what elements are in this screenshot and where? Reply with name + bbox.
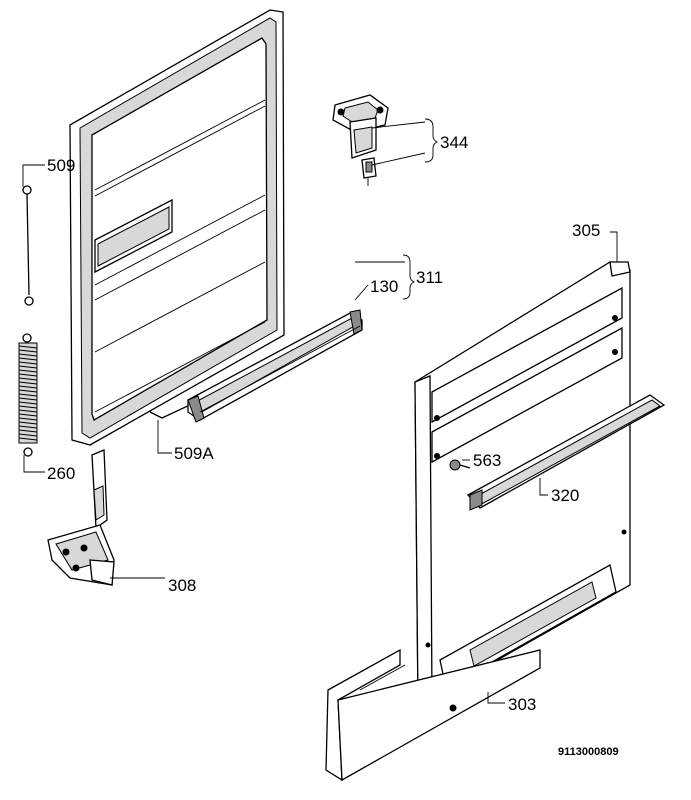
inner-door-frame bbox=[69, 9, 285, 446]
label-509: 509 bbox=[47, 156, 75, 175]
label-308: 308 bbox=[168, 576, 196, 595]
door-seal-130 bbox=[187, 309, 363, 423]
spring-coil bbox=[18, 429, 38, 433]
spring-coil bbox=[18, 345, 38, 349]
latch-assembly bbox=[332, 94, 389, 186]
label-320: 320 bbox=[551, 486, 579, 505]
spring-coil bbox=[18, 357, 38, 361]
spring-coil bbox=[18, 373, 38, 377]
spring-coil bbox=[18, 381, 38, 385]
label-344: 344 bbox=[440, 133, 468, 152]
leader-lines bbox=[22, 118, 618, 704]
spring-coil bbox=[18, 397, 38, 401]
label-311: 311 bbox=[416, 268, 443, 287]
spring-coil bbox=[18, 385, 38, 389]
screw-563 bbox=[449, 459, 471, 471]
spring-coil bbox=[18, 433, 38, 437]
label-303: 303 bbox=[508, 695, 536, 714]
spring-coil bbox=[18, 425, 38, 429]
spring-coil bbox=[18, 405, 38, 409]
spring-coil bbox=[18, 437, 38, 441]
label-305: 305 bbox=[572, 221, 600, 240]
spring-coil bbox=[18, 393, 38, 397]
spring-coil bbox=[18, 421, 38, 425]
kick-plate-303 bbox=[325, 648, 541, 782]
spring-coil bbox=[18, 353, 38, 357]
label-130: 130 bbox=[370, 277, 398, 296]
spring-coil bbox=[18, 369, 38, 373]
spring-coil bbox=[18, 413, 38, 417]
spring-coil bbox=[18, 401, 38, 405]
spring-coil bbox=[18, 417, 38, 421]
spring-coil bbox=[18, 349, 38, 353]
spring-coil bbox=[18, 389, 38, 393]
hinge-assembly bbox=[47, 449, 115, 586]
label-509a: 509A bbox=[174, 444, 214, 463]
spring-260 bbox=[18, 333, 38, 457]
spring-coil bbox=[18, 361, 38, 365]
spring-coil bbox=[18, 409, 38, 413]
spring-coil bbox=[18, 377, 38, 381]
label-260: 260 bbox=[47, 464, 75, 483]
spring-509 bbox=[22, 185, 34, 306]
spring-coil bbox=[18, 365, 38, 369]
label-563: 563 bbox=[473, 451, 501, 470]
handle-320 bbox=[466, 394, 666, 511]
reference-number: 9113000809 bbox=[558, 746, 619, 758]
